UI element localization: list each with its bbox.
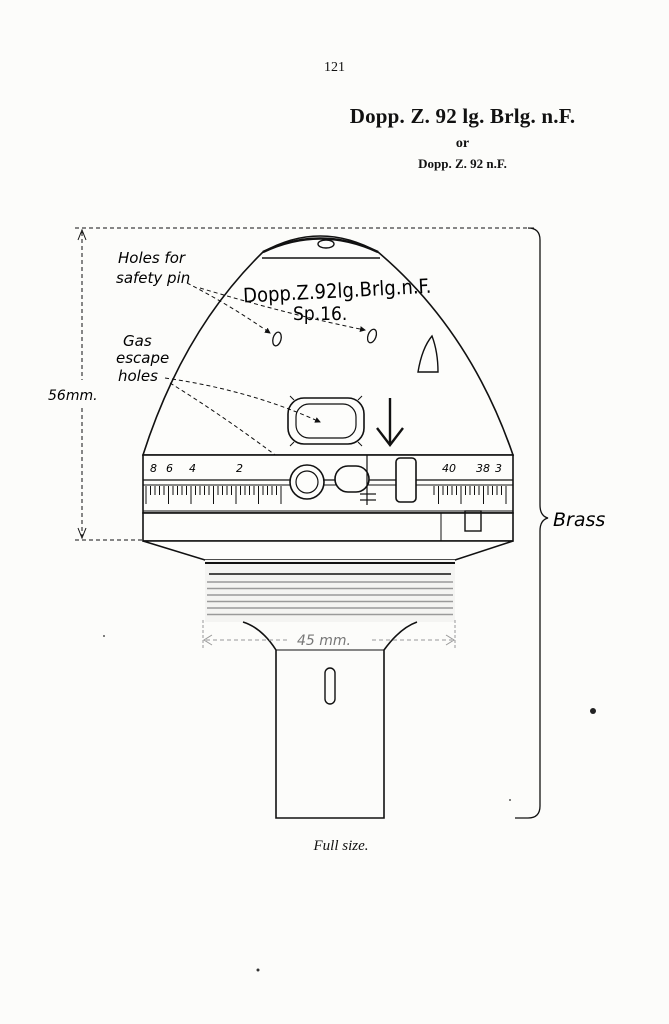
label-gas-1: Gas [123, 332, 152, 350]
page-title: Dopp. Z. 92 lg. Brlg. n.F. [349, 104, 576, 128]
figure-caption: Full size. [313, 838, 369, 854]
width-dimension [202, 620, 456, 648]
gas-hole-ring-inner [295, 470, 319, 494]
label-safety-pin-2: safety pin [116, 269, 190, 287]
height-dimension [77, 228, 87, 540]
scale-left-0: 8 [150, 462, 157, 475]
dim-height-label: 56mm. [48, 388, 98, 404]
gas-window-outer [287, 397, 365, 445]
fuze-taper [142, 540, 514, 561]
brass-bracket [515, 227, 549, 819]
fuze-neck [242, 621, 418, 819]
fuze-body-band [142, 512, 514, 542]
fuze-cap [262, 237, 379, 254]
ring-window-oval [334, 465, 370, 493]
ring-scale-ticks [145, 486, 507, 504]
label-gas-2: escape [116, 349, 169, 367]
gas-window-inner [295, 403, 357, 439]
scale-left-3: 2 [236, 462, 243, 475]
safety-pin-hole-left [272, 331, 282, 347]
page-number: 121 [324, 60, 345, 75]
dim-width-label: 45 mm. [297, 633, 351, 649]
cap-hole [317, 239, 335, 249]
title-or: or [455, 136, 470, 151]
stem-slot [324, 667, 336, 705]
fuze-ogive [141, 235, 515, 456]
scale-left-1: 6 [166, 462, 173, 475]
ring-window-slot [395, 457, 417, 503]
label-safety-pin-1: Holes for [118, 249, 186, 267]
extent-dashes [75, 227, 535, 541]
label-gas-3: holes [118, 367, 158, 385]
side-slot [417, 334, 439, 373]
body-notch [464, 510, 482, 532]
scale-left-2: 4 [189, 462, 196, 475]
page-subtitle: Dopp. Z. 92 n.F. [418, 156, 507, 171]
scale-right-2: 3 [495, 462, 502, 475]
thread-section [205, 560, 455, 622]
stamp-line-2: Sp.16. [293, 303, 347, 325]
safety-pin-hole-right [366, 328, 378, 344]
time-ring [142, 454, 514, 514]
down-arrow-mark [376, 398, 404, 447]
scale-right-1: 38 [476, 462, 490, 475]
label-brass: Brass [553, 509, 605, 531]
gas-hole-ring-outer [289, 464, 325, 500]
scale-right-0: 40 [442, 462, 456, 475]
